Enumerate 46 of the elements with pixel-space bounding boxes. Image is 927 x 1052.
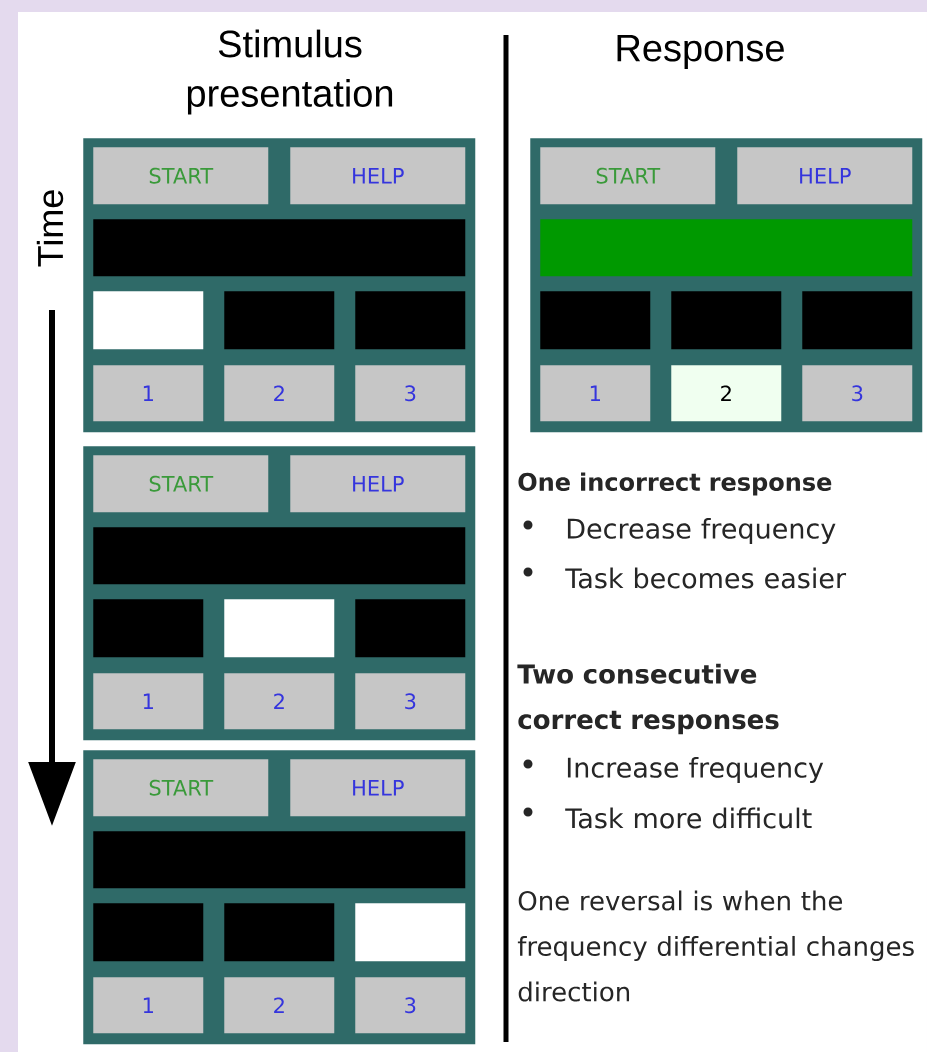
number-key: 2 (224, 977, 335, 1034)
number-key: 1 (93, 365, 204, 422)
display-bar (93, 219, 466, 277)
display-bar (93, 527, 466, 585)
start-button: START (93, 759, 269, 817)
help-button: HELP (737, 147, 913, 205)
pressed-key: 2 (671, 365, 782, 422)
light-box (355, 903, 466, 962)
light-box (93, 903, 204, 962)
start-button: START (540, 147, 716, 205)
number-key: 1 (93, 673, 204, 730)
display-bar (93, 831, 466, 889)
start-button: START (93, 147, 269, 205)
bullet-text: Task more difficult (565, 807, 812, 829)
bullet-text: Increase frequency (567, 756, 824, 784)
number-key: 3 (802, 365, 913, 422)
number-key: 3 (355, 977, 466, 1034)
display-bar (540, 219, 913, 277)
note-text: One reversal is when the frequency differential changes direction (517, 890, 914, 1002)
help-button: HELP (290, 147, 466, 205)
light-box (93, 291, 204, 350)
rule-heading: Two consecutive correct responses (517, 663, 779, 735)
start-button: START (93, 455, 269, 513)
light-box (224, 291, 335, 350)
bullet-text: Task becomes easier (565, 567, 847, 589)
number-key: 2 (224, 673, 335, 730)
light-box (224, 599, 335, 658)
number-key: 2 (224, 365, 335, 422)
bullet-text: Decrease frequency (567, 517, 836, 545)
number-key: 1 (540, 365, 651, 422)
light-box (93, 599, 204, 658)
number-key: 3 (355, 365, 466, 422)
column-heading: Response (617, 35, 784, 69)
light-box (224, 903, 335, 962)
number-key: 1 (93, 977, 204, 1034)
help-button: HELP (290, 759, 466, 817)
column-heading: Stimulus presentation (187, 29, 393, 115)
light-box (355, 291, 466, 350)
number-key: 3 (355, 673, 466, 730)
axis-label: Time (36, 190, 64, 267)
light-box (540, 291, 651, 350)
light-box (671, 291, 782, 350)
light-box (355, 599, 466, 658)
rule-heading: One incorrect response (518, 472, 832, 496)
help-button: HELP (290, 455, 466, 513)
light-box (802, 291, 913, 350)
